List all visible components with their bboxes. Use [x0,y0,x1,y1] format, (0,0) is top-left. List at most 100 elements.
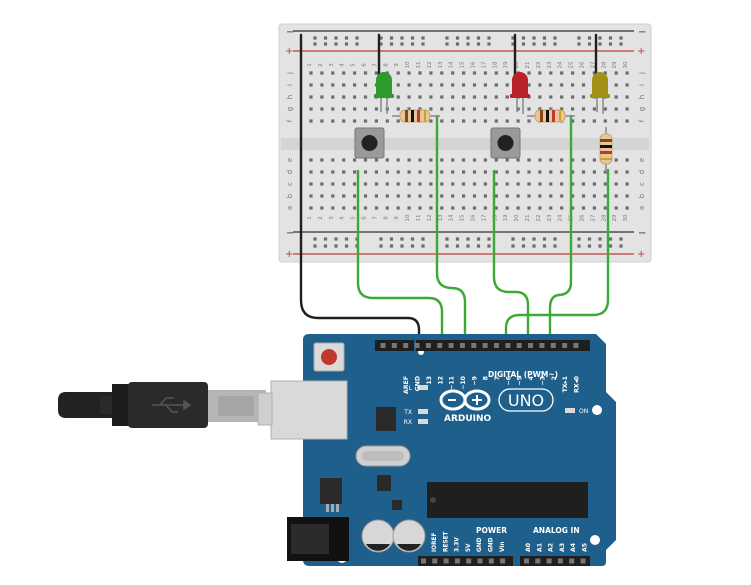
breadboard-hole[interactable] [440,119,444,123]
header-pin[interactable] [425,343,431,348]
breadboard-hole[interactable] [374,158,378,162]
breadboard-hole[interactable] [549,194,553,198]
rail-hole[interactable] [323,42,328,46]
breadboard-hole[interactable] [472,95,477,99]
breadboard-hole[interactable] [527,182,531,186]
breadboard-hole[interactable] [538,83,542,87]
rail-hole[interactable] [334,244,338,248]
breadboard-hole[interactable] [451,71,455,75]
resistor-3[interactable] [599,127,613,172]
breadboard-hole[interactable] [320,95,324,99]
breadboard-hole[interactable] [440,182,444,186]
header-pin[interactable] [494,343,499,348]
breadboard-hole[interactable] [320,71,324,75]
breadboard-hole[interactable] [516,107,520,111]
breadboard-hole[interactable] [353,194,357,198]
rail-hole[interactable] [587,42,592,46]
breadboard-hole[interactable] [407,194,411,198]
breadboard-hole[interactable] [320,83,324,87]
breadboard-hole[interactable] [309,206,313,210]
breadboard-hole[interactable] [549,71,553,75]
breadboard-hole[interactable] [527,71,531,75]
rail-hole[interactable] [598,237,602,241]
breadboard-hole[interactable] [385,158,389,162]
breadboard-hole[interactable] [560,95,564,99]
rail-hole[interactable] [344,244,349,248]
breadboard-hole[interactable] [560,71,564,75]
breadboard-hole[interactable] [353,107,357,111]
breadboard-hole[interactable] [407,182,411,186]
breadboard-hole[interactable] [592,158,596,162]
breadboard-hole[interactable] [407,170,411,174]
reset-button[interactable] [313,342,345,372]
breadboard-hole[interactable] [625,83,629,87]
breadboard-hole[interactable] [516,170,520,174]
breadboard-hole[interactable] [363,158,368,162]
breadboard-hole[interactable] [331,194,335,198]
rail-hole[interactable] [487,42,491,46]
rail-hole[interactable] [410,42,415,46]
rail-hole[interactable] [313,237,317,241]
rail-hole[interactable] [410,237,415,241]
breadboard-hole[interactable] [483,158,487,162]
header-pin[interactable] [524,558,529,564]
breadboard-hole[interactable] [581,182,586,186]
header-pin[interactable] [488,558,494,564]
breadboard-hole[interactable] [353,83,357,87]
breadboard-hole[interactable] [538,71,542,75]
breadboard-hole[interactable] [581,194,586,198]
rail-hole[interactable] [553,36,557,40]
breadboard-hole[interactable] [560,158,564,162]
resistor-2[interactable] [527,109,575,123]
breadboard-hole[interactable] [571,194,575,198]
breadboard-hole[interactable] [396,206,400,210]
breadboard-hole[interactable] [396,95,400,99]
breadboard-hole[interactable] [462,182,466,186]
breadboard-hole[interactable] [331,83,335,87]
rail-hole[interactable] [389,36,394,40]
rail-hole[interactable] [521,244,526,248]
breadboard-hole[interactable] [429,95,433,99]
breadboard-hole[interactable] [614,182,618,186]
breadboard-hole[interactable] [560,206,564,210]
breadboard-hole[interactable] [614,83,618,87]
rail-hole[interactable] [511,237,515,241]
breadboard-hole[interactable] [560,83,564,87]
breadboard-hole[interactable] [374,194,378,198]
header-pin[interactable] [557,558,563,564]
resistor-1[interactable] [392,109,440,123]
breadboard-hole[interactable] [407,83,411,87]
header-pin[interactable] [505,343,511,348]
breadboard-hole[interactable] [614,95,618,99]
breadboard-hole[interactable] [462,170,466,174]
rail-hole[interactable] [553,244,557,248]
breadboard-hole[interactable] [418,158,422,162]
rail-hole[interactable] [587,237,592,241]
breadboard-hole[interactable] [331,170,335,174]
breadboard-hole[interactable] [538,194,542,198]
rail-hole[interactable] [445,36,449,40]
breadboard-hole[interactable] [309,95,313,99]
breadboard-hole[interactable] [309,194,313,198]
breadboard-hole[interactable] [396,170,400,174]
breadboard-hole[interactable] [429,182,433,186]
rail-hole[interactable] [400,237,404,241]
rail-hole[interactable] [466,36,470,40]
header-pin[interactable] [569,558,575,564]
rail-hole[interactable] [487,244,491,248]
breadboard-hole[interactable] [342,95,346,99]
breadboard-hole[interactable] [353,158,357,162]
breadboard-hole[interactable] [309,71,313,75]
rail-hole[interactable] [577,244,581,248]
breadboard-hole[interactable] [407,95,411,99]
rail-hole[interactable] [487,237,491,241]
breadboard-hole[interactable] [342,182,346,186]
rail-hole[interactable] [389,237,394,241]
breadboard-hole[interactable] [353,71,357,75]
breadboard-hole[interactable] [342,83,346,87]
breadboard-hole[interactable] [374,206,378,210]
breadboard-hole[interactable] [385,194,389,198]
rail-hole[interactable] [619,244,623,248]
breadboard-hole[interactable] [494,182,498,186]
breadboard-hole[interactable] [614,194,618,198]
